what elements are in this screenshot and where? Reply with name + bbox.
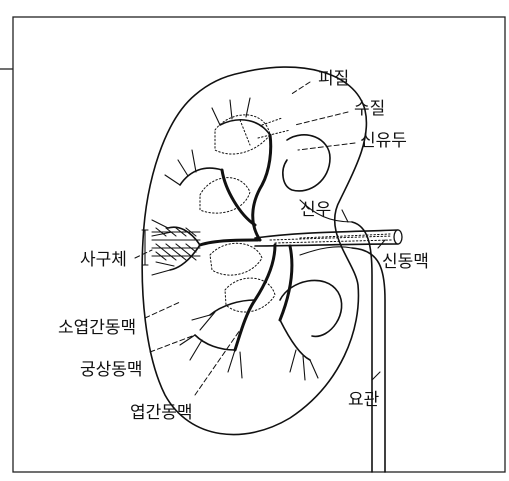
label-renal-pelvis: 신우 xyxy=(300,200,331,220)
leader-cortex xyxy=(290,82,310,95)
interlobar-upper-2 xyxy=(222,170,255,225)
glomeruli-region xyxy=(142,228,200,265)
diagram-frame xyxy=(13,17,505,472)
label-arcuate-artery: 궁상동맥 xyxy=(80,360,143,380)
leader-papilla xyxy=(298,143,355,150)
leader-medulla xyxy=(295,112,348,125)
label-renal-artery: 신동맥 xyxy=(382,252,429,272)
label-medulla: 수질 xyxy=(354,99,385,119)
label-glomerulus: 사구체 xyxy=(80,250,127,270)
renal-artery-stipple xyxy=(270,234,392,243)
label-ureter: 요관 xyxy=(348,390,379,410)
label-renal-papilla: 신유두 xyxy=(360,131,407,151)
leader-interlobular xyxy=(145,302,180,318)
label-cortex: 피질 xyxy=(318,69,349,89)
arcuate-top xyxy=(220,120,270,135)
label-interlobar-artery: 엽간동맥 xyxy=(130,403,193,423)
pyramid-1 xyxy=(215,115,270,154)
leader-glomerulus xyxy=(135,250,152,258)
arcuate-upper xyxy=(180,168,222,185)
label-interlobular-artery: 소엽간동맥 xyxy=(58,318,136,338)
leader-pelvis xyxy=(342,210,348,222)
renal-sinus-outline xyxy=(283,135,330,191)
ureter-left-wall xyxy=(352,222,372,472)
arcuate-mid xyxy=(168,227,200,245)
pyramid-3 xyxy=(210,243,262,275)
leader-ureter xyxy=(372,372,380,380)
interlobar-lower-2 xyxy=(280,246,292,320)
renal-artery-end xyxy=(394,230,402,244)
interlobar-lower xyxy=(235,245,275,350)
medullary-pyramids xyxy=(200,115,290,312)
leader-arcuate xyxy=(150,335,195,352)
arcuate-mid-2 xyxy=(170,245,200,270)
